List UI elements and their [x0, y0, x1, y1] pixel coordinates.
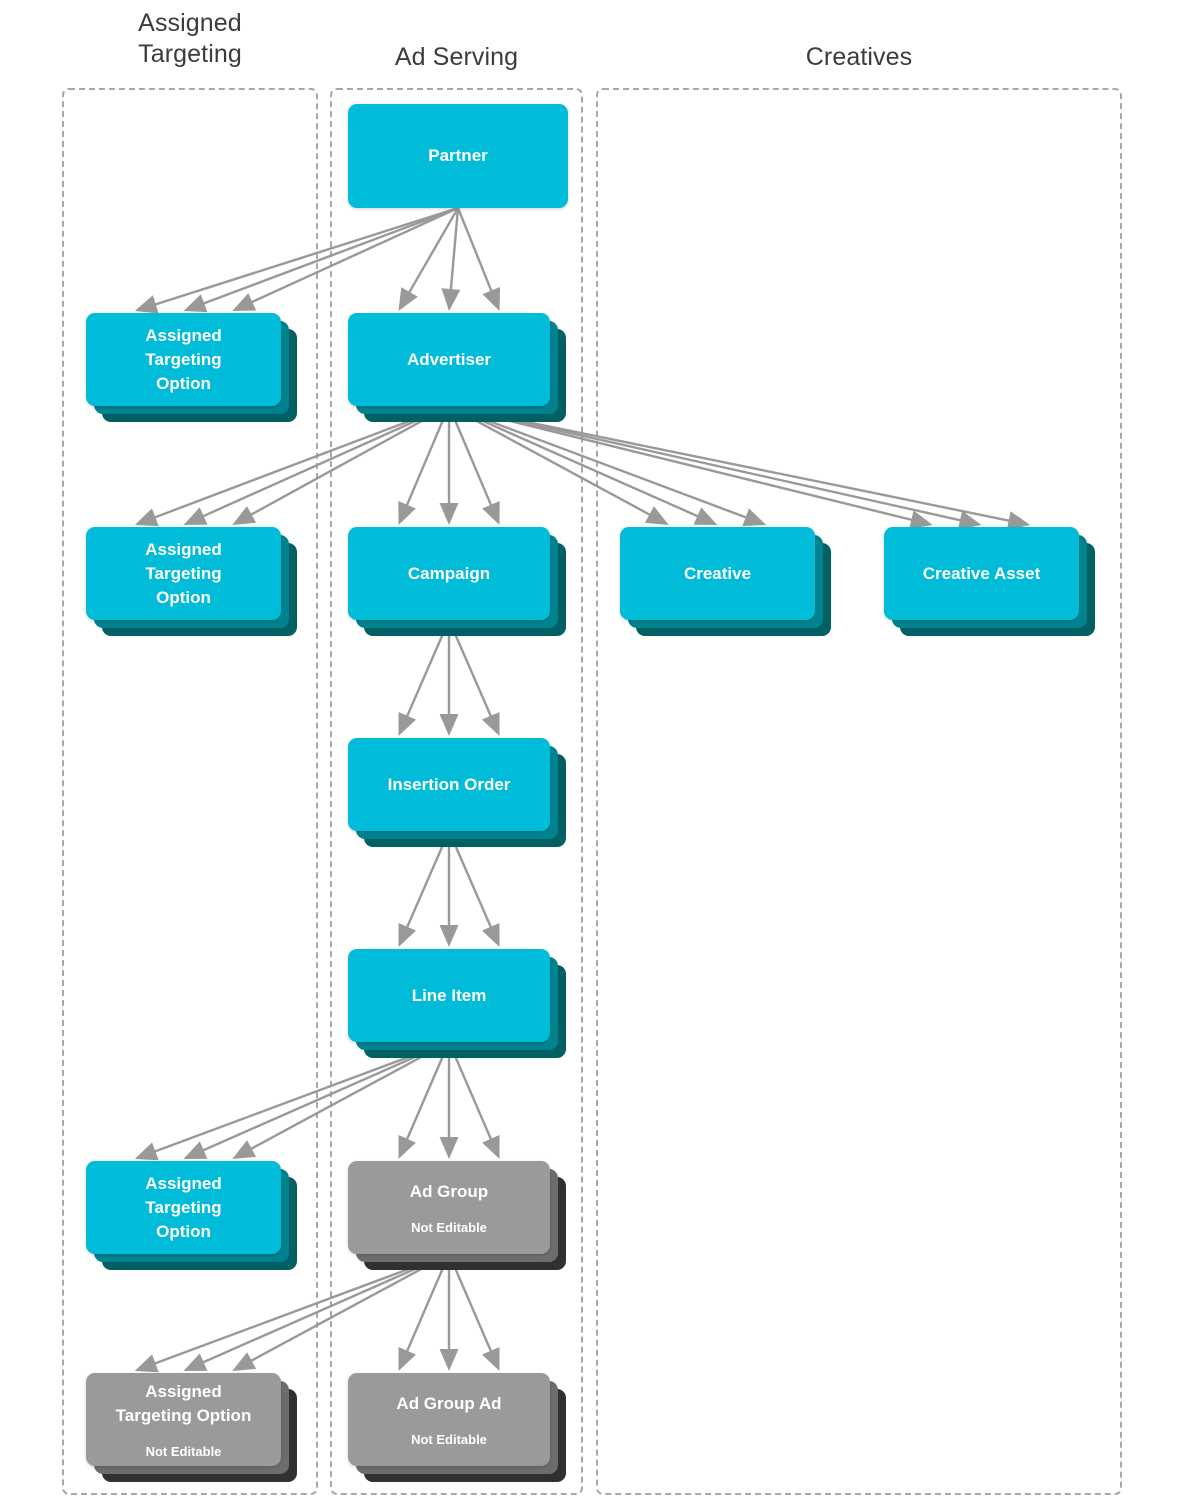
- node-body: Creative Asset: [884, 527, 1079, 620]
- node-title: Advertiser: [406, 349, 492, 369]
- node-body: Assigned Targeting Option: [86, 1161, 281, 1254]
- column-region-ad-serving: [330, 88, 583, 1495]
- node-creative-asset[interactable]: Creative Asset: [884, 527, 1095, 636]
- node-body: Ad Group Ad Not Editable: [348, 1373, 550, 1466]
- node-card-layer-front: [348, 1373, 550, 1466]
- node-card-layer-front: [348, 738, 550, 831]
- node-card-layer-front: [348, 949, 550, 1042]
- node-ato-partner[interactable]: Assigned Targeting Option: [86, 313, 297, 422]
- column-header-creatives: Creatives: [805, 43, 913, 71]
- column-region-assigned-targeting: [62, 88, 318, 1495]
- node-body: Partner: [348, 104, 568, 208]
- node-title: Insertion Order: [387, 774, 511, 794]
- node-body: Creative: [620, 527, 815, 620]
- node-insertion-order[interactable]: Insertion Order: [348, 738, 566, 847]
- node-card-layer-front: [348, 1161, 550, 1254]
- node-title: Creative: [683, 563, 752, 583]
- node-campaign[interactable]: Campaign: [348, 527, 566, 636]
- node-body: Insertion Order: [348, 738, 550, 831]
- node-creative[interactable]: Creative: [620, 527, 831, 636]
- node-ad-group-ad[interactable]: Ad Group Ad Not Editable: [348, 1373, 566, 1482]
- node-advertiser[interactable]: Advertiser: [348, 313, 566, 422]
- node-not-editable-label: Not Editable: [411, 1219, 487, 1235]
- node-not-editable-label: Not Editable: [411, 1431, 487, 1447]
- node-title: Assigned Targeting Option: [115, 1381, 252, 1425]
- node-card-layer-front: [86, 1161, 281, 1254]
- node-not-editable-label: Not Editable: [145, 1443, 222, 1459]
- node-card-layer-front: [86, 1373, 281, 1466]
- node-body: Campaign: [348, 527, 550, 620]
- node-card-layer-front: [348, 527, 550, 620]
- column-header-assigned-targeting: Assigned Targeting: [138, 9, 242, 68]
- column-region-creatives: [596, 88, 1122, 1495]
- node-body: Assigned Targeting Option: [86, 313, 281, 406]
- node-title: Creative Asset: [922, 563, 1041, 583]
- column-header-ad-serving: Ad Serving: [394, 43, 519, 71]
- node-title: Campaign: [407, 563, 491, 583]
- node-title: Assigned Targeting Option: [145, 325, 222, 393]
- node-body: Line Item: [348, 949, 550, 1042]
- node-card-layer-front: [620, 527, 815, 620]
- node-title: Assigned Targeting Option: [145, 539, 222, 607]
- node-title: Ad Group: [409, 1181, 489, 1201]
- node-card-layer-front: [86, 527, 281, 620]
- node-card-layer-front: [348, 104, 568, 208]
- node-body: Assigned Targeting Option: [86, 527, 281, 620]
- node-title: Ad Group Ad: [396, 1393, 502, 1413]
- node-card-layer-front: [884, 527, 1079, 620]
- node-line-item[interactable]: Line Item: [348, 949, 566, 1058]
- node-body: Advertiser: [348, 313, 550, 406]
- node-card-layer-front: [348, 313, 550, 406]
- node-ato-line-item[interactable]: Assigned Targeting Option: [86, 1161, 297, 1270]
- node-ato-advertiser[interactable]: Assigned Targeting Option: [86, 527, 297, 636]
- node-title: Line Item: [411, 985, 487, 1005]
- node-partner[interactable]: Partner: [348, 104, 568, 208]
- node-title: Partner: [428, 146, 488, 165]
- node-title: Assigned Targeting Option: [145, 1173, 222, 1241]
- node-card-layer-front: [86, 313, 281, 406]
